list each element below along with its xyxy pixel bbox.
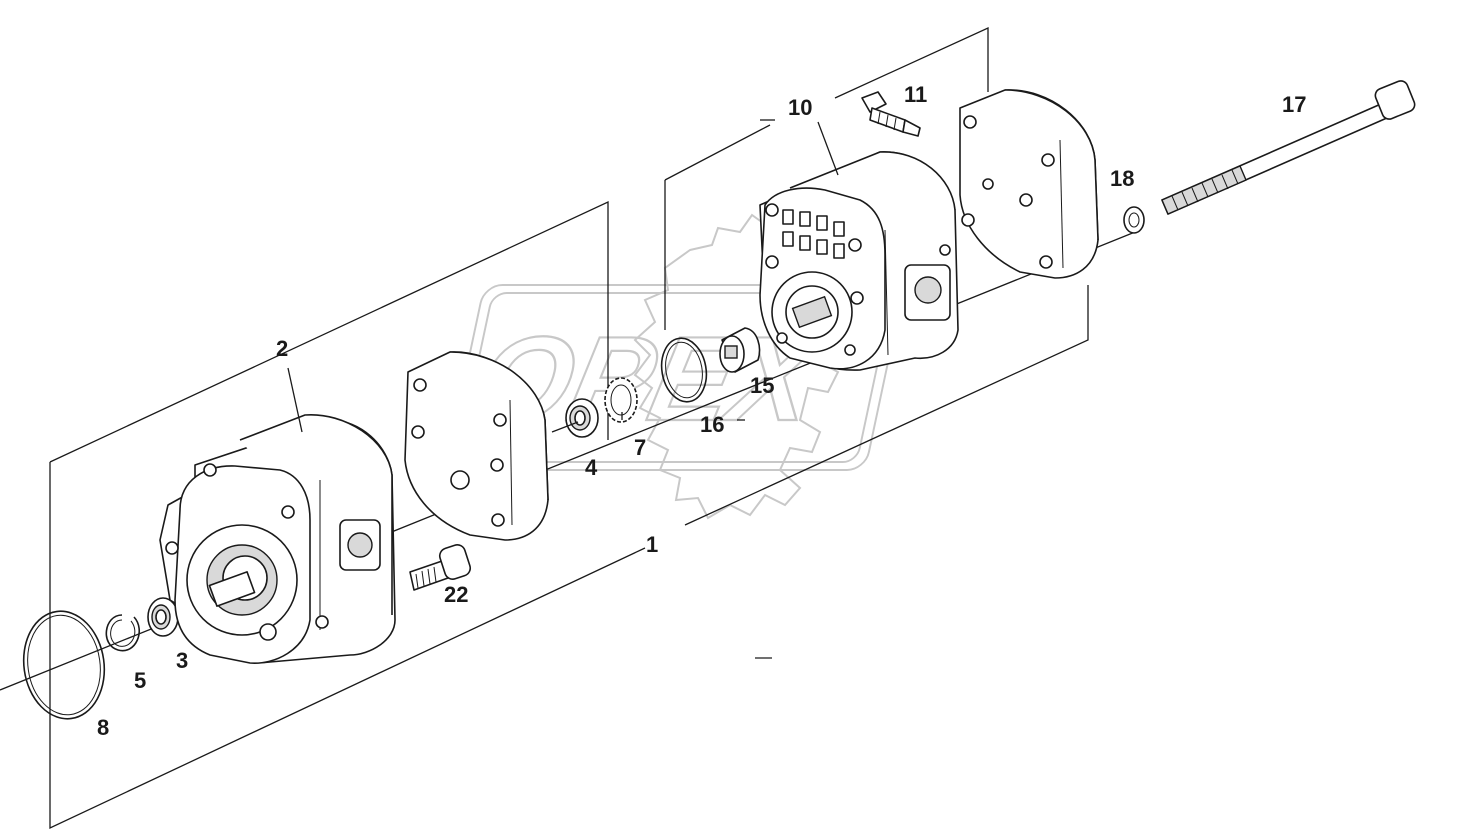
part-16-o-ring [660, 337, 708, 403]
part-5-snap-ring [105, 614, 140, 652]
assembly-frame-1-left [49, 462, 646, 830]
part-2-front-housing [159, 414, 396, 664]
assembly-frame-10-top [664, 124, 771, 181]
callouts: 1 2 3 4 5 7 8 10 11 15 16 17 18 22 [97, 82, 1306, 740]
part-15-coupling [719, 327, 761, 373]
callout-15: 15 [750, 373, 774, 398]
callout-8: 8 [97, 715, 109, 740]
callout-3: 3 [176, 648, 188, 673]
callout-10: 10 [788, 95, 812, 120]
assembly-frame-10-top-right [834, 26, 989, 99]
callout-7: 7 [634, 435, 646, 460]
part-8-o-ring [22, 610, 106, 720]
callout-18: 18 [1110, 166, 1134, 191]
part-3-shaft-seal [147, 597, 179, 637]
leader-lines [287, 119, 839, 659]
part-7-serrated-washer [604, 377, 638, 423]
rear-end-cover [959, 89, 1099, 279]
assembly-frame-1-right [684, 285, 1089, 526]
callout-2: 2 [276, 336, 288, 361]
callout-16: 16 [700, 412, 724, 437]
part-10-rear-housing [759, 151, 959, 371]
rear-housing-ribs [782, 209, 845, 259]
part-22-bolt [409, 544, 472, 591]
callout-1: 1 [646, 532, 658, 557]
callout-11: 11 [904, 82, 927, 107]
part-11-relief-valve [861, 91, 921, 137]
callout-4: 4 [585, 455, 598, 480]
part-18-washer [1123, 206, 1145, 234]
callout-22: 22 [444, 582, 468, 607]
callout-17: 17 [1282, 92, 1306, 117]
middle-end-plate [404, 351, 549, 541]
callout-5: 5 [134, 668, 146, 693]
assembly-frame-1 [49, 200, 609, 463]
part-4-bushing [565, 398, 599, 438]
part-17-tie-bolt [1161, 80, 1416, 215]
